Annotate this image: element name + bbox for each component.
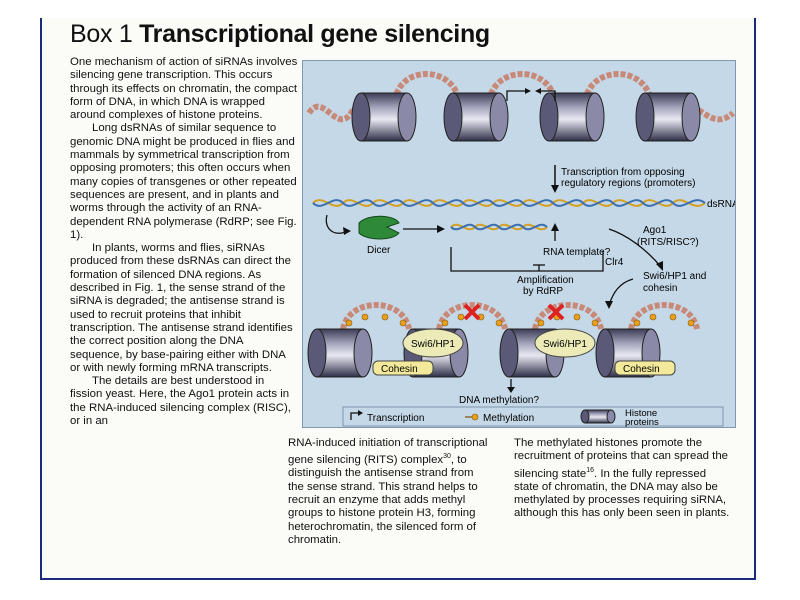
box-number: Box 1 <box>70 20 140 48</box>
transcription-label-2: regulatory regions (promoters) <box>561 178 696 189</box>
paragraph-3: In plants, worms and flies, siRNAs produ… <box>70 242 293 374</box>
ago1-label: Ago1 <box>643 225 667 236</box>
paragraph-2: Long dsRNAs of similar sequence to genom… <box>70 122 297 241</box>
blocked-transcription-right <box>547 303 565 321</box>
swi6-left-label: Swi6/HP1 <box>411 339 455 350</box>
transcription-label-1: Transcription from opposing <box>561 167 685 178</box>
swi6-left <box>402 328 464 358</box>
paragraph-4: The details are best understood in fissi… <box>70 375 291 428</box>
promoter-arrow-right <box>506 90 529 101</box>
rna-template-label: RNA template? <box>543 247 611 258</box>
cohesin-left <box>372 360 434 376</box>
swi6-right-label: Swi6/HP1 <box>543 339 587 350</box>
legend-histone-1: Histone <box>625 408 657 419</box>
paragraph-1: One mechanism of action of siRNAs involv… <box>70 56 298 122</box>
diagram-svg: Transcription from opposing regulatory r… <box>306 71 739 428</box>
nucleosome-top-4 <box>635 92 701 142</box>
legend-histone-2: proteins <box>625 417 659 427</box>
cohesin-right-label: Cohesin <box>623 364 660 375</box>
box-title: Box 1 Transcriptional gene silencing <box>70 20 490 49</box>
nucleosome-top-1 <box>351 92 417 142</box>
promoter-arrow-left <box>537 90 556 101</box>
nucleosome-top-2 <box>443 92 509 142</box>
magazine-page: Box 1 Transcriptional gene silencing One… <box>40 18 756 578</box>
figure-legend: Transcription Methylation Histone protei… <box>342 406 724 428</box>
swi6-cohesin-label-1: Swi6/HP1 and <box>643 271 706 282</box>
amplification-label-2: by RdRP <box>523 286 563 297</box>
clr4-label: Clr4 <box>605 257 624 268</box>
blocked-transcription-left <box>463 303 481 321</box>
cohesin-left-label: Cohesin <box>381 364 418 375</box>
legend-methylation: Methylation <box>483 413 534 424</box>
cohesin-right <box>614 360 676 376</box>
citation-30: 30 <box>443 453 451 461</box>
middle-text-column: RNA-induced initiation of transcriptiona… <box>288 437 488 547</box>
dicer-enzyme <box>358 215 400 240</box>
right-paragraph: The methylated histones promote the recr… <box>514 437 730 521</box>
legend-transcription: Transcription <box>367 413 424 424</box>
amplification-label-1: Amplification <box>517 275 574 286</box>
silencing-diagram: Transcription from opposing regulatory r… <box>302 60 739 428</box>
nucleosome-bottom-1 <box>307 328 373 378</box>
right-text-column: The methylated histones promote the recr… <box>514 437 730 521</box>
dsrna-label: dsRNA <box>707 199 735 210</box>
middle-text-after: , to distinguish the antisense strand fr… <box>288 454 478 546</box>
ago1-sub-label: (RITS/RISC?) <box>637 237 699 248</box>
silenced-chromatin: Swi6/HP1 Swi6/HP1 Cohesin Cohesin <box>307 302 700 378</box>
top-chromatin <box>306 71 736 142</box>
box-heading: Transcriptional gene silencing <box>139 20 490 48</box>
page-bottom-rule <box>40 578 756 580</box>
middle-paragraph: RNA-induced initiation of transcriptiona… <box>288 437 488 547</box>
sirna-duplex <box>450 223 548 231</box>
dicer-label: Dicer <box>367 245 391 256</box>
citation-16: 16 <box>586 466 594 474</box>
left-text-column: One mechanism of action of siRNAs involv… <box>70 56 298 428</box>
middle-text-before: RNA-induced initiation of transcriptiona… <box>288 437 488 467</box>
nucleosome-top-3 <box>539 92 605 142</box>
right-text-before: The methylated histones promote the recr… <box>514 437 729 480</box>
amplification-loop <box>450 247 604 272</box>
methylation-marks <box>345 313 695 327</box>
swi6-right <box>534 328 596 358</box>
dsrna-helix <box>312 199 706 207</box>
swi6-cohesin-label-2: cohesin <box>643 283 677 294</box>
dna-methylation-label: DNA methylation? <box>459 395 539 406</box>
right-text-after: . In the fully repressed state of chroma… <box>514 467 730 520</box>
